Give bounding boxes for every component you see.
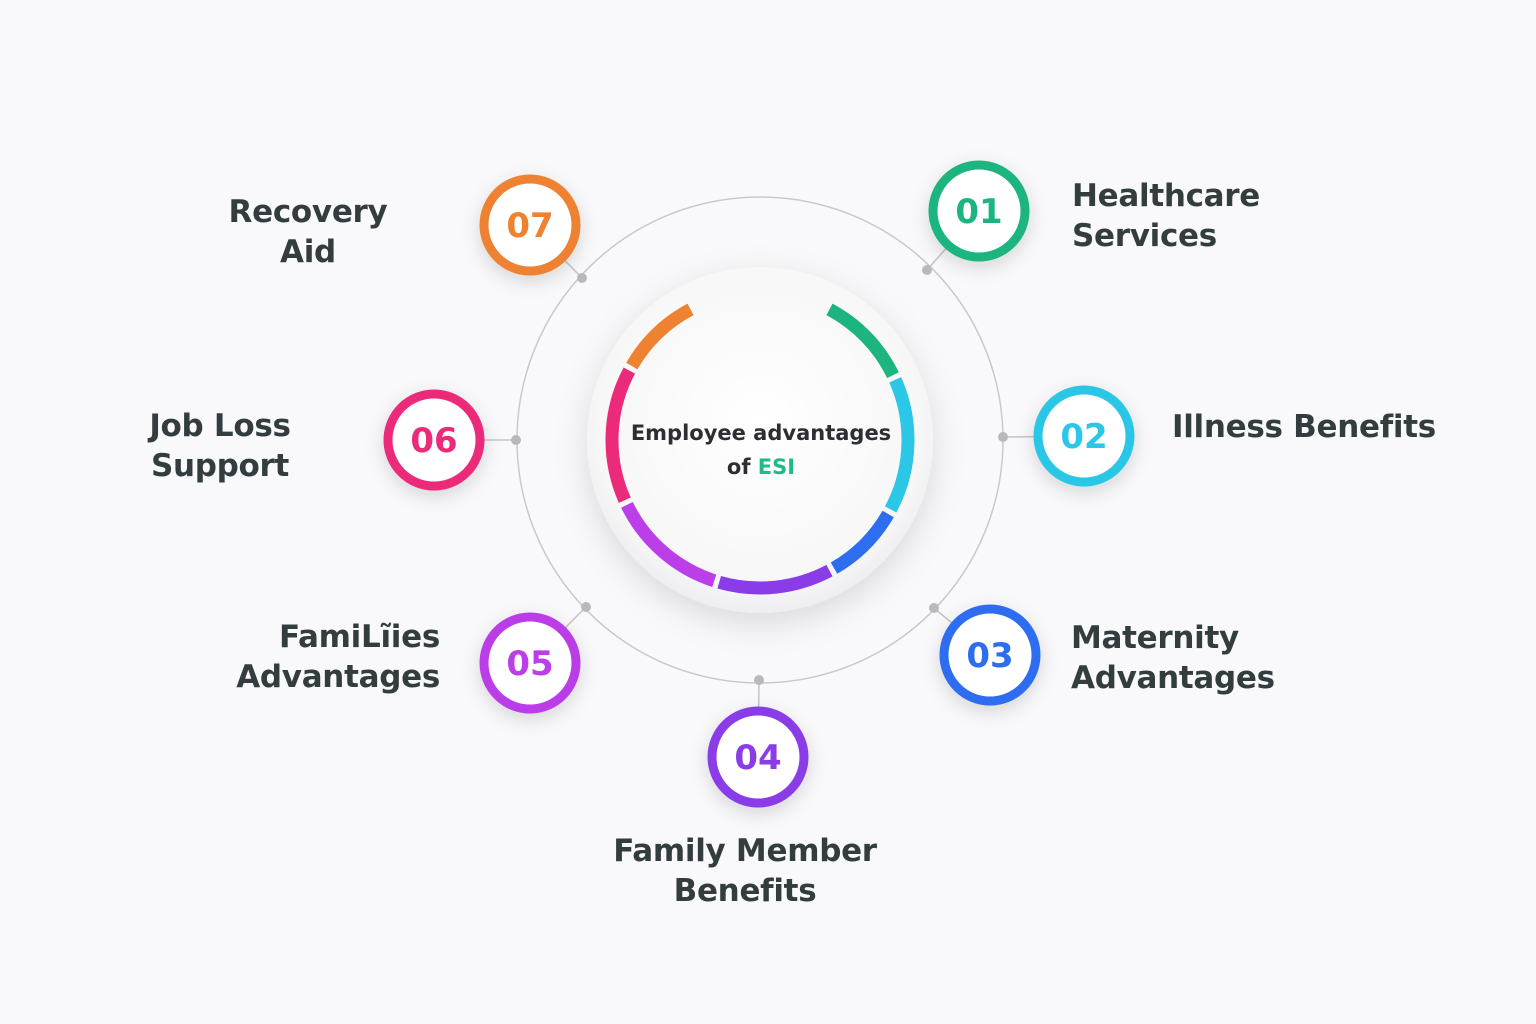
progress-arc-07: [626, 303, 694, 370]
step-marker-ring-03: [939, 604, 1041, 706]
connector-dot-01: [922, 265, 932, 275]
center-title-line2: of ESI: [616, 450, 906, 484]
progress-arc-02: [884, 377, 915, 513]
connector-dot-03: [929, 603, 939, 613]
progress-arc-03: [830, 510, 894, 574]
center-title-accent: ESI: [757, 455, 796, 479]
step-marker-02: 02: [1033, 385, 1135, 487]
progress-arc-04: [717, 564, 833, 595]
step-number-05: 05: [506, 644, 553, 684]
step-label-07: Recovery Aid: [228, 194, 388, 270]
step-number-03: 03: [966, 636, 1013, 676]
center-disc: [587, 267, 933, 613]
step-marker-ring-02: [1033, 385, 1135, 487]
step-marker-04: 04: [707, 706, 809, 808]
connector-dot-02: [998, 432, 1008, 442]
progress-arc-06: [605, 367, 636, 503]
connector-dot-07: [577, 273, 587, 283]
step-label-02: Illness Benefits: [1172, 409, 1436, 445]
step-marker-ring-04: [707, 706, 809, 808]
center-title: Employee advantages of ESI: [616, 416, 906, 484]
step-number-04: 04: [734, 738, 781, 778]
connector-dot-04: [754, 675, 764, 685]
step-label-06: Job Loss Support: [149, 408, 291, 484]
connector-dot-06: [511, 435, 521, 445]
step-marker-01: 01: [928, 160, 1030, 262]
step-marker-05: 05: [479, 612, 581, 714]
center-title-prefix: of: [726, 455, 758, 479]
step-label-03: Maternity Advantages: [1071, 620, 1275, 696]
step-marker-03: 03: [939, 604, 1041, 706]
step-marker-ring-05: [479, 612, 581, 714]
step-label-01: Healthcare Services: [1072, 178, 1261, 254]
step-label-04: Family Member Benefits: [613, 833, 877, 909]
progress-ring: [605, 303, 915, 595]
connector-dot-05: [581, 602, 591, 612]
step-label-05: FamiLĩies Advantages: [236, 619, 440, 695]
step-number-01: 01: [955, 192, 1002, 232]
step-marker-ring-06: [383, 389, 485, 491]
progress-arc-01: [826, 303, 899, 379]
step-marker-06: 06: [383, 389, 485, 491]
progress-arc-05: [621, 501, 717, 587]
step-number-07: 07: [506, 206, 553, 246]
step-number-06: 06: [410, 421, 457, 461]
step-marker-ring-07: [479, 174, 581, 276]
step-marker-07: 07: [479, 174, 581, 276]
step-markers: 01 02 03 04 05 06 07: [383, 160, 1135, 808]
step-number-02: 02: [1060, 417, 1107, 457]
center-title-line1: Employee advantages: [630, 421, 892, 445]
step-marker-ring-01: [928, 160, 1030, 262]
